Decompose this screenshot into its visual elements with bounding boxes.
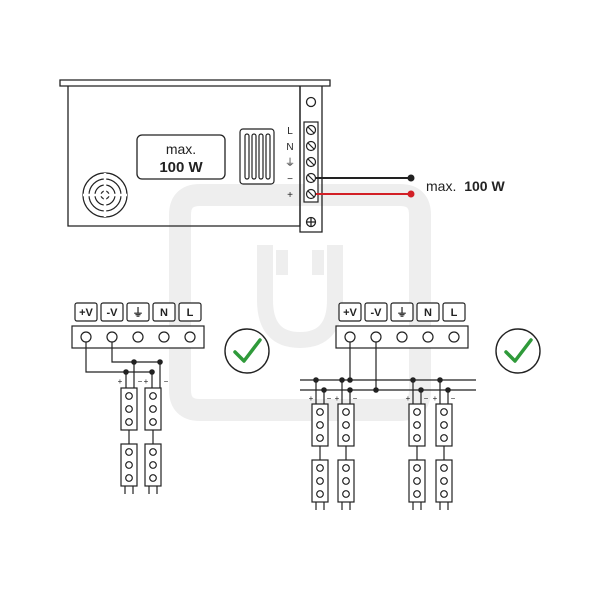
left-wiring xyxy=(85,342,163,388)
check-mark-icon xyxy=(495,328,541,374)
minus-mark: − xyxy=(451,394,456,403)
left-polarity-marks: + − + − xyxy=(118,377,169,386)
terminal-label-minus-v: -V xyxy=(371,307,383,319)
rating-line-1: max. xyxy=(166,141,196,157)
terminal-label-plus-v: +V xyxy=(79,307,93,319)
output-wires xyxy=(316,174,415,198)
psu-terminal-labels: L N ⏚ − + xyxy=(285,126,295,201)
psu-terminal-label: − xyxy=(287,174,293,185)
terminal-label-plus-v: +V xyxy=(343,307,357,319)
plus-mark: + xyxy=(309,394,314,403)
minus-mark: − xyxy=(353,394,358,403)
output-power-note: max. 100 W xyxy=(426,178,505,194)
note-prefix: max. xyxy=(426,178,456,194)
check-mark-icon xyxy=(224,328,270,374)
power-supply-unit xyxy=(59,79,331,233)
minus-mark: − xyxy=(164,377,169,386)
right-polarity-marks: + − + − + − + − xyxy=(309,394,456,403)
right-wiring xyxy=(300,342,476,404)
psu-terminal-label: + xyxy=(287,190,293,201)
svg-text:max. 100 W: max. 100 W xyxy=(426,178,505,194)
led-strip xyxy=(408,403,426,510)
right-terminal-block: +V -V ⏚ N L xyxy=(335,302,469,349)
minus-mark: − xyxy=(327,394,332,403)
psu-terminal-strip xyxy=(303,121,319,203)
psu-terminal-label: N xyxy=(286,142,293,153)
terminal-label-l: L xyxy=(187,307,194,319)
note-value: 100 W xyxy=(464,178,505,194)
plus-mark: + xyxy=(118,377,123,386)
minus-mark: − xyxy=(424,394,429,403)
plus-mark: + xyxy=(406,394,411,403)
plug-watermark-icon xyxy=(169,184,431,421)
terminal-label-earth: ⏚ xyxy=(397,306,408,319)
minus-mark: − xyxy=(138,377,143,386)
psu-terminal-label: ⏚ xyxy=(285,157,295,169)
led-strip xyxy=(120,387,138,494)
terminal-label-earth: ⏚ xyxy=(133,306,144,319)
plus-mark: + xyxy=(433,394,438,403)
vent-slots xyxy=(239,128,275,185)
terminal-label-n: N xyxy=(424,307,432,319)
fan-vent-icon xyxy=(82,172,128,218)
led-strip xyxy=(144,387,162,494)
rating-line-2: 100 W xyxy=(159,159,203,176)
led-strip xyxy=(337,403,355,510)
left-terminal-block: +V -V ⏚ N L xyxy=(71,302,205,349)
psu-terminal-label: L xyxy=(287,126,293,137)
plus-mark: + xyxy=(144,377,149,386)
led-strip xyxy=(311,403,329,510)
led-strip xyxy=(435,403,453,510)
plus-mark: + xyxy=(335,394,340,403)
rating-plate: max. 100 W xyxy=(136,134,226,180)
terminal-label-minus-v: -V xyxy=(107,307,119,319)
terminal-label-n: N xyxy=(160,307,168,319)
terminal-label-l: L xyxy=(451,307,458,319)
